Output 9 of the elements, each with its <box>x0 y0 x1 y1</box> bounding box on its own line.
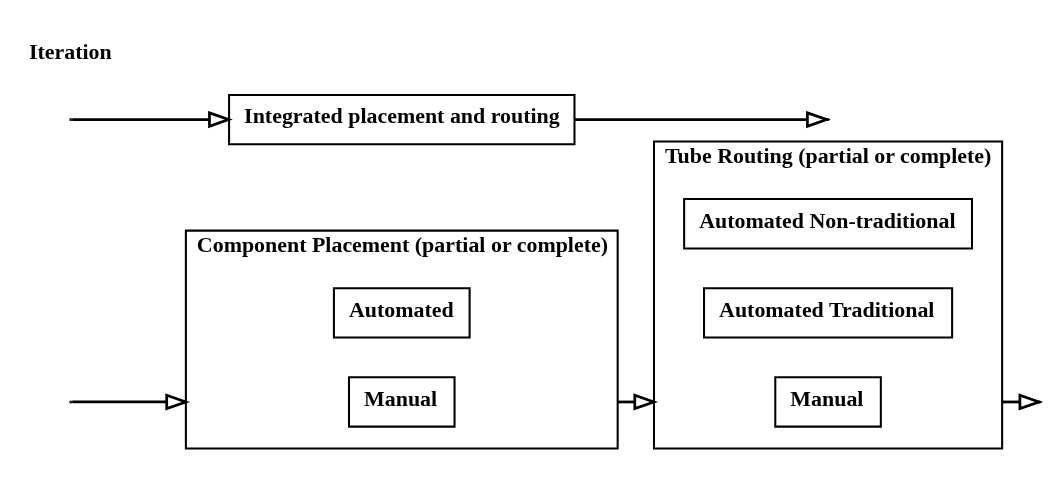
node-box: Automated <box>332 286 471 339</box>
node-box: Manual <box>774 375 882 428</box>
arrow <box>72 392 191 411</box>
node-box: Integrated placement and routing <box>228 93 576 145</box>
arrow <box>72 110 233 128</box>
node-box: Manual <box>347 375 456 428</box>
node-box: Automated Traditional <box>703 286 954 339</box>
node-box: Automated Non-traditional <box>683 197 973 249</box>
label: Iteration <box>28 38 112 64</box>
